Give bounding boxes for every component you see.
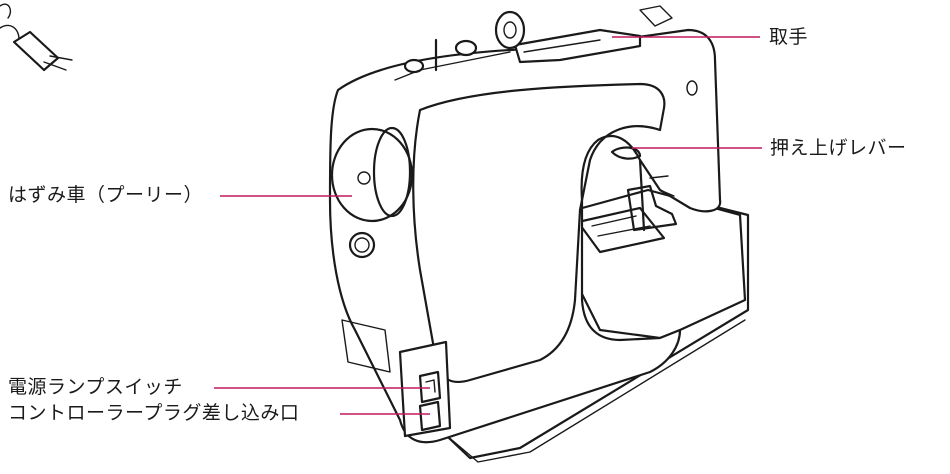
label-handle: 取手 bbox=[769, 26, 809, 48]
label-presser-lever: 押え上げレバー bbox=[770, 137, 907, 159]
handwheel-icon bbox=[330, 127, 414, 223]
presser-lever-icon bbox=[610, 146, 642, 160]
controller-jack-icon bbox=[418, 400, 442, 432]
label-handwheel: はずみ車（プーリー） bbox=[8, 184, 204, 206]
presser-foot-icon bbox=[626, 184, 678, 232]
rear-panel bbox=[341, 319, 391, 373]
label-controller-jack: コントローラープラグ差し込み口 bbox=[8, 402, 300, 424]
power-switch-icon bbox=[418, 370, 442, 404]
power-plug-icon bbox=[0, 3, 73, 72]
label-power-switch: 電源ランプスイッチ bbox=[8, 376, 183, 398]
bobbin-button-icon bbox=[348, 231, 376, 259]
carry-handle bbox=[513, 28, 642, 64]
front-panel bbox=[412, 82, 666, 384]
needle-bar bbox=[638, 158, 646, 232]
spool bbox=[494, 10, 526, 50]
